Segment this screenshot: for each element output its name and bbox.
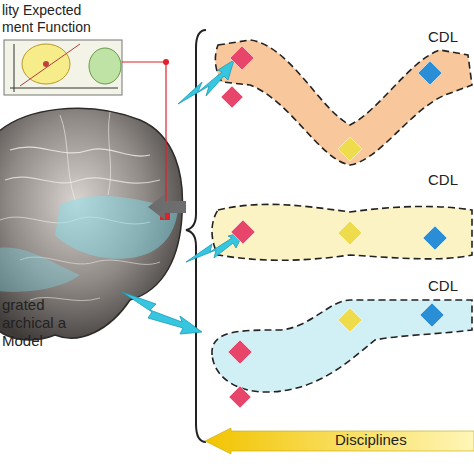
red-diamond (229, 386, 251, 408)
blue-diamond (420, 303, 444, 327)
yellow-diamond (338, 137, 362, 161)
diamond-markers (221, 46, 447, 408)
band-path (212, 300, 472, 392)
red-diamond (228, 340, 252, 364)
band-label: CDL (428, 172, 458, 189)
band: CDL (212, 28, 474, 173)
axis-label: Disciplines (335, 432, 407, 449)
brace (186, 30, 206, 442)
inset-plot (4, 40, 122, 95)
band-outline (212, 28, 474, 173)
blue-diamond (423, 226, 447, 250)
lightning-bolt (122, 292, 202, 334)
band-label: CDL (428, 278, 458, 295)
band: CDL (206, 274, 474, 399)
yellow-diamond (338, 221, 362, 245)
red-diamond (231, 220, 255, 244)
band-path (212, 204, 472, 260)
arrow-body (205, 428, 474, 454)
lightning-bolt (178, 60, 234, 104)
band: CDL (212, 168, 474, 268)
yellow-diamond (338, 308, 362, 332)
caption-label: lity Expected ment Function (2, 2, 114, 36)
red-diamond (230, 46, 254, 70)
caption-label: grated archical a Model (2, 296, 74, 350)
discipline-arrow: Disciplines (205, 428, 474, 454)
blue-diamond (418, 61, 442, 85)
band-path (215, 40, 472, 165)
red-diamond (221, 86, 243, 108)
band-label: CDL (428, 29, 458, 46)
lightning-bolt (186, 232, 244, 262)
pointer-arrow (148, 194, 186, 220)
